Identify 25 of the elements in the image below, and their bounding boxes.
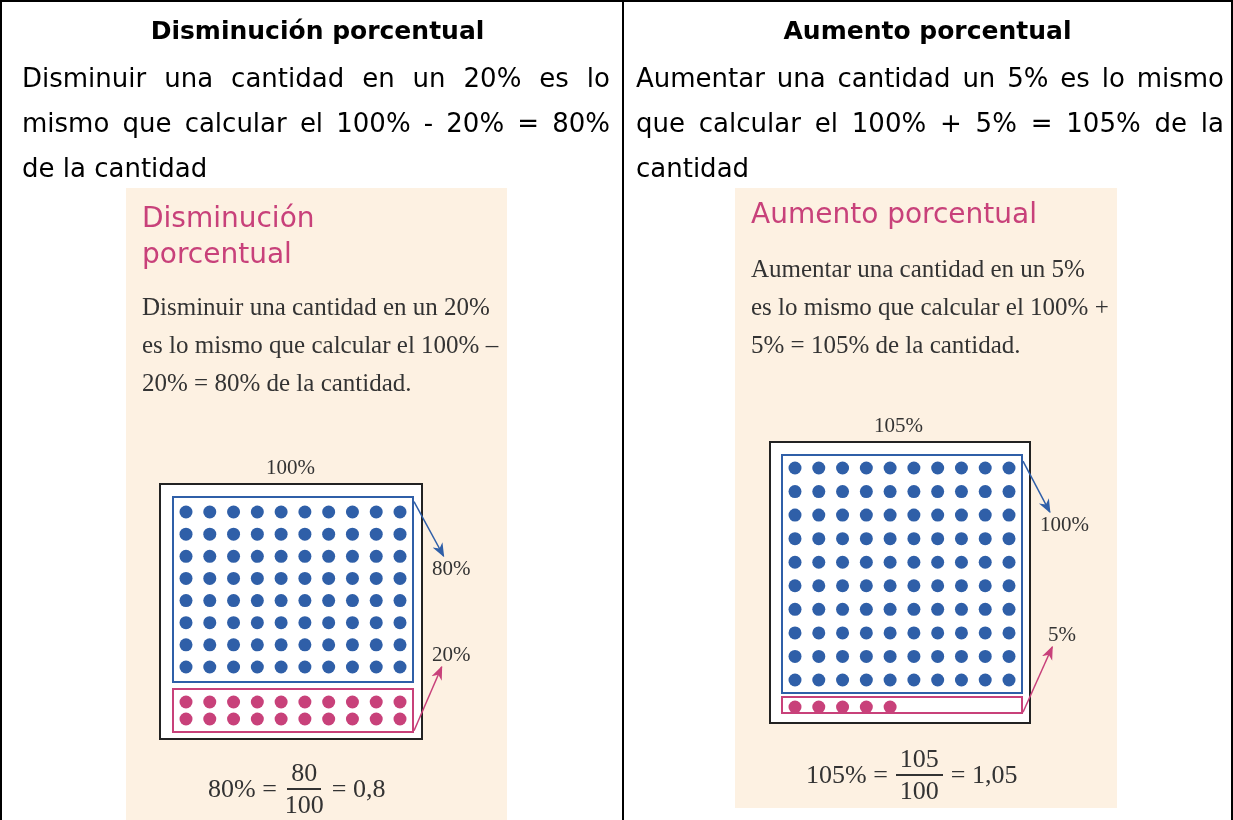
formula-text: = 1,05 xyxy=(950,760,1018,790)
arrow xyxy=(413,500,445,558)
percent-label: 105% xyxy=(874,413,923,438)
arrow xyxy=(1022,645,1053,713)
info-card xyxy=(735,188,1117,808)
card-title: Disminución porcentual xyxy=(142,200,316,272)
card-text: Disminuir una cantidad en un 20% es lo mismo que calcular el 100% – 20% = 80% de la cantidad. xyxy=(142,292,500,398)
formula-text: = 0,8 xyxy=(331,774,386,804)
column-heading: Aumento porcentual xyxy=(782,16,1073,45)
arrow xyxy=(1022,460,1051,514)
formula-text: 105% = xyxy=(806,760,888,790)
dot-group-box xyxy=(172,688,414,733)
percent-label: 100% xyxy=(266,455,315,480)
fraction-denominator: 100 xyxy=(899,776,939,806)
description-text: Disminuir una cantidad en un 20% es lo mismo que calcular el 100% - 20% = 80% de la cantidad xyxy=(22,62,610,185)
fraction-denominator: 100 xyxy=(284,790,324,820)
info-card xyxy=(126,188,507,820)
description-text: Aumentar una cantidad un 5% es lo mismo que calcular el 100% + 5% = 105% de la cantidad xyxy=(636,62,1224,185)
card-text: Aumentar una cantidad en un 5% es lo mismo que calcular el 100% + 5% = 105% de la cantidad. xyxy=(751,254,1110,360)
fraction-numerator: 105 xyxy=(895,744,943,776)
column-heading: Disminución porcentual xyxy=(149,16,486,45)
dot-group-box xyxy=(781,696,1023,714)
formula-text: 80% = xyxy=(208,774,277,804)
fraction-numerator: 80 xyxy=(287,758,322,790)
card-title: Aumento porcentual xyxy=(751,196,1038,232)
